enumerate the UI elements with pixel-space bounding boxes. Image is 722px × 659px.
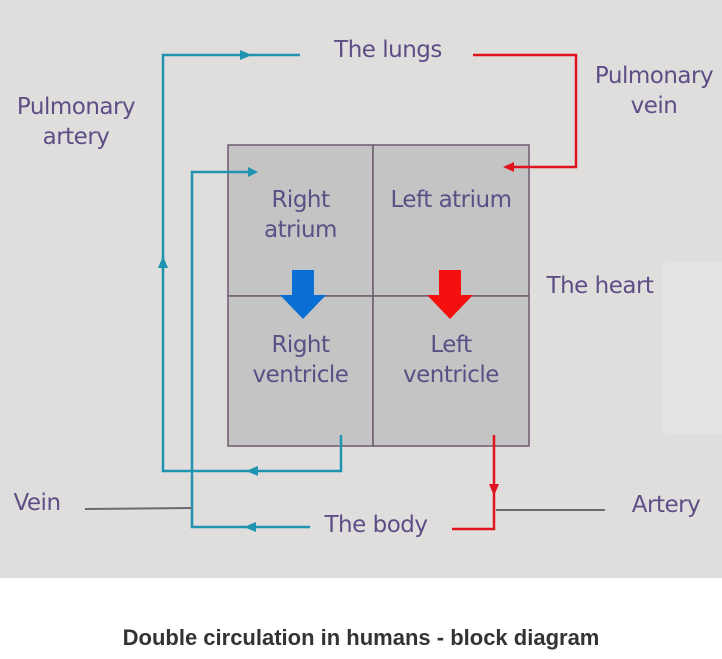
lungs-label: The lungs	[334, 37, 442, 63]
heart-label: The heart	[546, 273, 654, 299]
pulmonary-artery-path	[161, 53, 343, 473]
artery-label: Artery	[631, 492, 701, 518]
right-ventricle-label: Right ventricle	[252, 332, 349, 388]
pulmonary-artery-label: Pulmonary artery	[16, 94, 136, 150]
vein-pointer-line	[84, 507, 193, 510]
arrow-to-lungs-icon	[240, 50, 252, 60]
left-atrium-label: Left atrium	[390, 187, 512, 213]
side-panel	[662, 262, 722, 434]
arrow-up-pulmonary-artery-icon	[158, 256, 168, 268]
arrow-into-left-atrium-icon	[503, 162, 514, 172]
arrow-left-from-ventricle-icon	[246, 466, 258, 476]
pulmonary-vein-path	[473, 53, 578, 169]
arrow-left-from-body-icon	[244, 522, 256, 532]
circulation-diagram	[84, 50, 605, 532]
right-atrium-label: Right atrium	[264, 187, 337, 243]
vein-label: Vein	[13, 490, 61, 516]
right-ventricle-box	[227, 295, 374, 447]
arrow-down-aorta-icon	[489, 484, 499, 496]
left-valve-arrow-icon	[427, 270, 473, 319]
diagram-caption: Double circulation in humans - block dia…	[122, 625, 600, 650]
pulmonary-vein-label: Pulmonary vein	[594, 63, 714, 119]
right-valve-arrow-icon	[280, 270, 326, 319]
aorta-path	[452, 435, 496, 531]
left-ventricle-label: Left ventricle	[403, 332, 499, 388]
arrow-into-right-atrium-icon	[248, 167, 258, 177]
body-label: The body	[324, 512, 428, 538]
